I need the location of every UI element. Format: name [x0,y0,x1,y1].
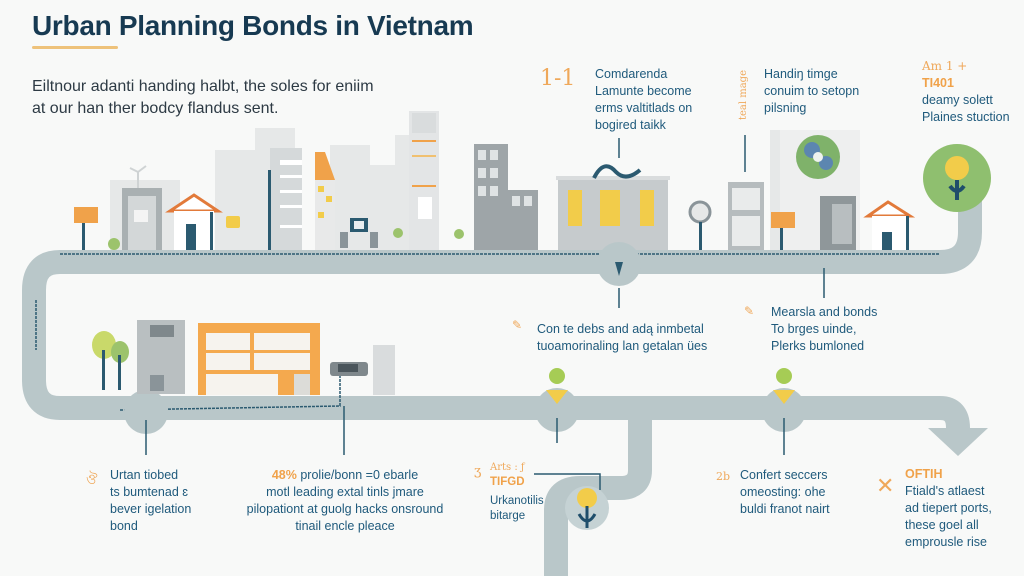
doodle-icon: 1-1 [540,66,576,91]
note-top-center: Comdarenda Lamunte become erms valtitlad… [595,66,692,134]
note-line: To brges uinde, [771,322,857,336]
note-highlight: TI401 [922,76,954,90]
note-line: omeosting: ohe [740,485,826,499]
title-underline [32,46,118,49]
note-highlight: OFTIH [905,467,943,481]
atm-building [137,320,185,394]
note-line: Plerks bumloned [771,339,865,353]
orange-storefront [198,323,320,395]
note-bottom-right-1: Confert seccers omeosting: ohe buldi fra… [740,467,830,518]
note-line: Plaines stuction [922,110,1010,124]
note-line: conuim to setopn [764,84,860,98]
stat-highlight: 48% [271,468,297,482]
note-bottom-mid: Arts : ƒ TIFGD Urkanotilis bitarge [490,460,544,524]
plant-icon [454,229,464,239]
note-line: prolie/bonn =0 ebarle [296,468,419,482]
note-top-right-2: Am 1 + TI401 deamy solett Plaines stucti… [922,58,1010,126]
doodle-icon: ✎ [512,318,523,332]
note-line: tinail encle pleace [295,519,395,533]
note-line: buldi franot nairt [740,502,830,516]
note-line: bever igelation [110,502,192,516]
small-building [373,345,395,395]
note-line: pilopationt at guolg hacks onsround [246,502,444,516]
note-line: deamy solett [922,93,993,107]
note-line: Comdarenda [595,67,668,81]
house-icon [165,193,223,250]
house-icon [863,200,916,250]
shrub-icon [108,238,120,250]
doodle-icon: ✕ [876,474,895,499]
node-circle [124,390,168,434]
note-bottom-center: 48% prolie/bonn =0 ebarle motl leading e… [230,467,460,535]
note-mid-center: Con te debs and adą inmbetal tuoamorinal… [537,321,707,355]
connector-line [534,473,601,490]
intro-text: Eiltnour adanti handing halbt, the soles… [32,76,412,120]
orange-sign [771,212,795,250]
doodle-icon: ঔ [86,472,98,488]
tall-white-building [409,111,439,250]
note-prefix: Am 1 + [922,59,968,73]
note-highlight: TIFGD [490,476,525,488]
note-line: bitarge [490,510,526,522]
doodle-icon: ʒ [474,464,482,479]
flower-node [565,486,609,530]
note-prefix: Arts : ƒ [490,462,525,473]
doodle-icon: ✎ [744,304,755,318]
note-line: ad tiepert ports, [905,501,992,515]
yellow-sign [226,216,240,228]
flower-node [762,368,806,455]
note-line: Urtan tiobed [110,468,179,482]
note-line: Mearsla and bonds [771,305,878,319]
dark-building [820,196,856,250]
note-line: erms valtitlads on [595,101,693,115]
globe-icon [796,135,840,179]
intro-line: at our han ther bodcy flandus sent. [32,100,279,117]
note-line: Handiŋ timge [764,67,838,81]
doodle-icon: 2b [716,470,731,483]
note-line: ts bumtenad ɛ [110,485,188,499]
note-line: pilsning [764,101,807,115]
note-line: Lamunte become [595,84,692,98]
note-line: Con te debs and adą inmbetal [537,322,704,336]
gray-building [474,144,538,250]
kiosk-icon [340,218,378,248]
page-title: Urban Planning Bonds in Vietnam [32,10,474,41]
note-line: bond [110,519,138,533]
flower-node [535,368,579,443]
civic-building [556,164,670,250]
note-mid-right: Mearsla and bonds To brges uinde, Plerks… [771,304,877,355]
machine-icon [330,362,368,376]
plant-icon [393,228,403,238]
note-line: emprousle rise [905,535,987,549]
skyline-background [110,128,860,250]
tree-icon [92,331,129,390]
doodle-icon: teal mage [738,70,749,121]
intro-line: Eiltnour adanti handing halbt, the soles… [32,78,374,95]
note-line: these goel all [905,518,979,532]
note-line: Ftiald's atlaest [905,484,985,498]
tower-building [268,148,302,250]
shovel-icon [615,262,623,276]
note-line: Urkanotilis [490,495,544,507]
note-bottom-right-2: OFTIH Ftiald's atlaest ad tiepert ports,… [905,466,992,551]
note-top-right-1: Handiŋ timge conuim to setopn pilsning [764,66,859,117]
note-line: motl leading extal tinls jmare [266,485,424,499]
note-line: bogired taikk [595,118,666,132]
flower-badge [923,144,991,212]
office-building [122,165,162,250]
note-bottom-left: Urtan tiobed ts bumtenad ɛ bever igelati… [110,467,191,535]
orange-roof-tower [315,152,335,250]
arrow-head [928,428,988,456]
orange-sign [74,207,98,250]
note-line: tuoamorinaling lan getalan ües [537,339,708,353]
magnifier-icon [688,200,712,250]
note-line: Confert seccers [740,468,828,482]
narrow-building [728,182,764,250]
